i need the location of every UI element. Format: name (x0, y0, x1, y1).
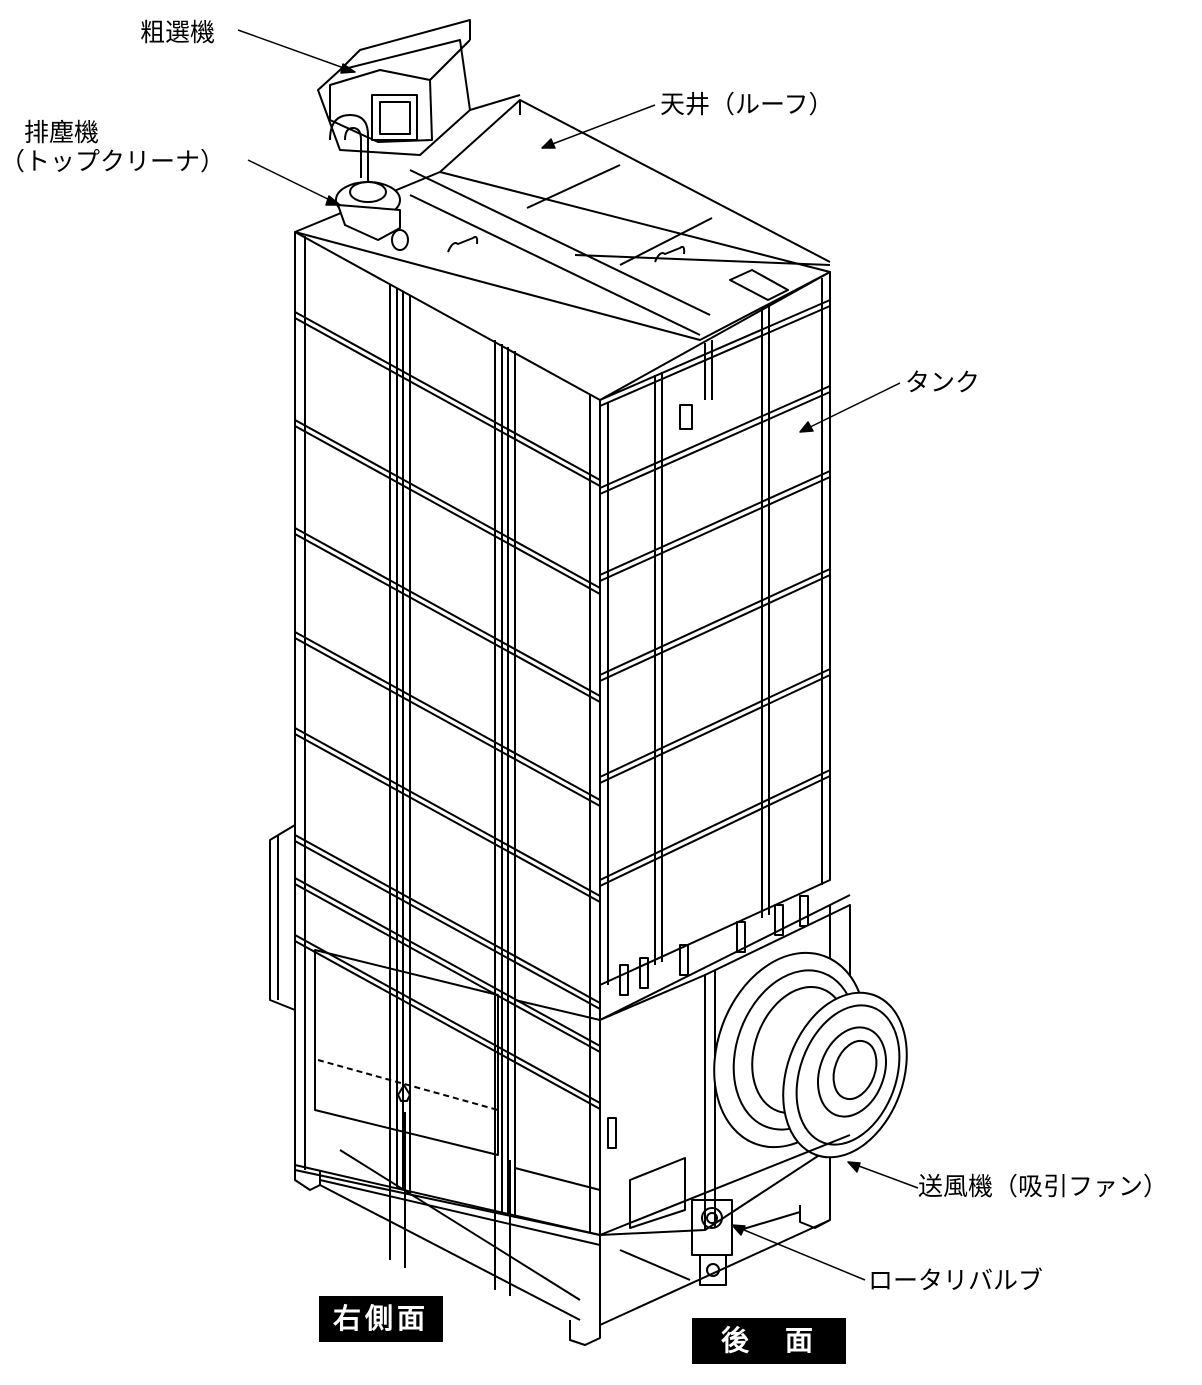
rear-view-tag: 後 面 (692, 1318, 846, 1364)
right-side-view-tag: 右側面 (319, 1296, 443, 1342)
tank-rear-face (600, 272, 830, 995)
dust-remover-sublabel: （トップクリーナ） (0, 147, 226, 176)
tank-label: タンク (905, 368, 981, 397)
blower-label: 送風機（吸引ファン） (918, 1172, 1169, 1201)
leader-lines (238, 30, 918, 1280)
blower-housing (600, 895, 929, 1325)
rough-sorter-label: 粗選機 (140, 18, 216, 47)
dust-remover-label: 排塵機 (24, 118, 100, 147)
ceiling-label: 天井（ルーフ） (660, 90, 834, 119)
rough-sorter-machine (318, 20, 520, 155)
tank-right-side-face (270, 232, 600, 1345)
rotary-valve-label: ロータリバルブ (868, 1266, 1044, 1295)
top-cleaner-machine (330, 115, 408, 250)
roof (295, 100, 830, 340)
